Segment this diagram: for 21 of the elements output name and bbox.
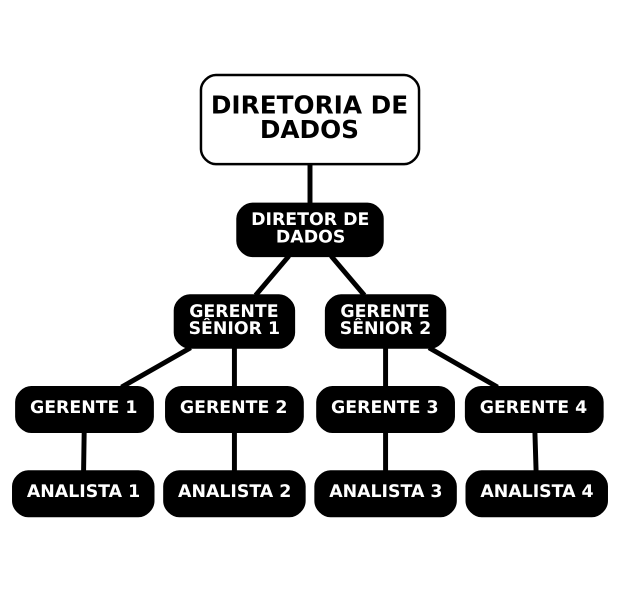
connector [308,164,312,204]
node-box: DIRETORIA DE DADOS [200,74,420,166]
node-box: GERENTE 4 [464,386,604,434]
connector [81,432,87,471]
node-box: GERENTE 2 [165,386,304,434]
node-box: GERENTE 1 [15,386,154,434]
node-box: GERENTE SÊNIOR 2 [324,294,446,349]
connector [383,348,388,387]
node-box: DIRETOR DE DADOS [236,202,384,258]
connector [254,254,291,297]
node-box: ANALISTA 1 [12,470,154,518]
node-box: ANALISTA 3 [314,470,457,518]
connector [232,348,237,387]
node-box: ANALISTA 2 [163,470,306,518]
connector [232,432,237,471]
node-box: ANALISTA 4 [466,470,608,518]
connector [329,254,366,297]
connector [383,432,388,471]
connector [532,432,539,471]
node-box: GERENTE SÊNIOR 1 [174,294,296,349]
node-box: GERENTE 3 [316,386,455,434]
